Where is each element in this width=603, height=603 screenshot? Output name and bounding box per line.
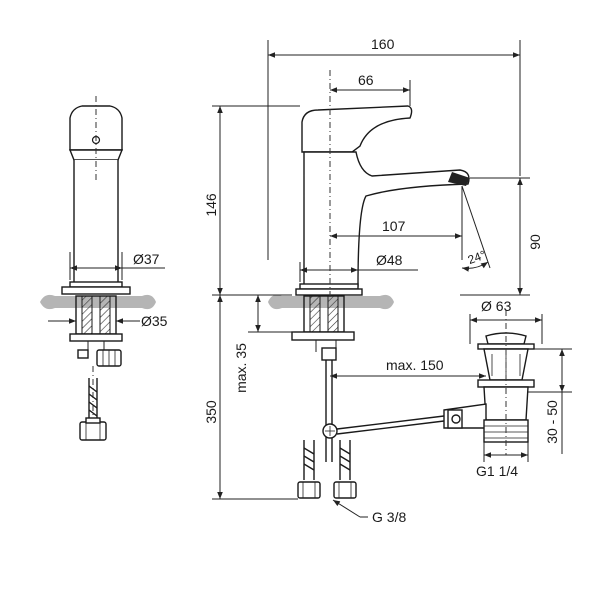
- dim-waste-thread: G1 1/4: [476, 463, 518, 479]
- dim-depth-350: 350: [203, 400, 219, 424]
- dim-height-146: 146: [203, 193, 219, 217]
- dim-base-37: Ø37: [133, 251, 160, 267]
- hose-nut-right: [333, 481, 357, 499]
- dim-thread-35: Ø35: [141, 313, 168, 329]
- front-countertop: [40, 294, 156, 310]
- dim-max-150: max. 150: [386, 357, 444, 373]
- side-lever: [301, 105, 413, 153]
- front-hose-nut: [79, 421, 107, 441]
- side-nut: [291, 331, 355, 341]
- dim-spout-height-90: 90: [527, 234, 543, 250]
- front-shank-left: [81, 295, 93, 335]
- side-view: [268, 70, 470, 499]
- waste-dimensions: [469, 314, 572, 462]
- front-view: [40, 96, 165, 441]
- side-dimensions: [212, 40, 530, 518]
- dim-angle-24: 24°: [466, 248, 488, 267]
- waste-assembly: [443, 310, 535, 455]
- front-shank-right: [99, 295, 111, 335]
- dim-spout-107: 107: [382, 218, 406, 234]
- dim-base-48: Ø48: [376, 252, 403, 268]
- front-base: [69, 281, 123, 288]
- dim-max-35: max. 35: [233, 343, 249, 393]
- dim-waste-63: Ø 63: [481, 298, 512, 314]
- front-nut: [69, 333, 123, 342]
- dim-width-160: 160: [371, 36, 395, 52]
- dim-waste-30-50: 30 - 50: [544, 400, 560, 444]
- side-base: [299, 283, 359, 290]
- dim-hose-thread: G 3/8: [372, 509, 406, 525]
- dim-reach-66: 66: [358, 72, 374, 88]
- hose-nut-left: [297, 481, 321, 499]
- side-spout-tip: [448, 172, 470, 186]
- side-body: [303, 151, 470, 287]
